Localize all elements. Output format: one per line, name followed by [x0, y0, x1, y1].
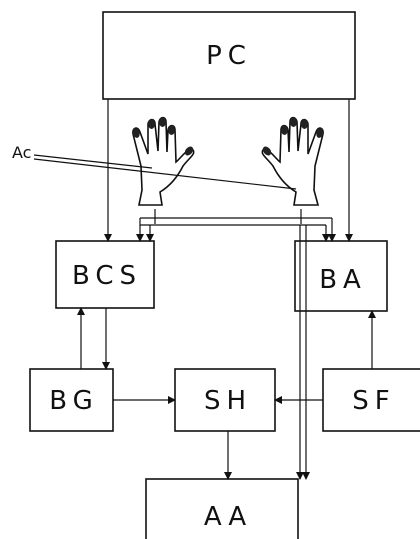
- right-hand-icon: [261, 116, 324, 206]
- block-ba: BA: [294, 240, 388, 312]
- block-pc-label: PC: [206, 41, 252, 71]
- block-sf: SF: [322, 368, 420, 432]
- block-sf-label: SF: [352, 386, 395, 416]
- hands-leader-line-left: [33, 154, 153, 169]
- block-sh-label: SH: [204, 386, 252, 416]
- block-pc: PC: [102, 11, 356, 100]
- block-ba-label: BA: [319, 265, 367, 295]
- block-aa-label: AA: [204, 502, 252, 532]
- block-sh: SH: [174, 368, 276, 432]
- hands-label: Ac: [12, 143, 31, 162]
- hands-label-group: Ac: [12, 143, 297, 190]
- hands-leader-line-right: [33, 158, 297, 190]
- connections: [77, 99, 376, 480]
- block-aa: AA: [145, 478, 299, 539]
- block-bg: BG: [29, 368, 114, 432]
- left-hand-icon: [132, 116, 195, 206]
- block-bg-label: BG: [49, 386, 99, 416]
- block-bcs-label: BCS: [72, 261, 142, 291]
- block-bcs: BCS: [55, 240, 155, 309]
